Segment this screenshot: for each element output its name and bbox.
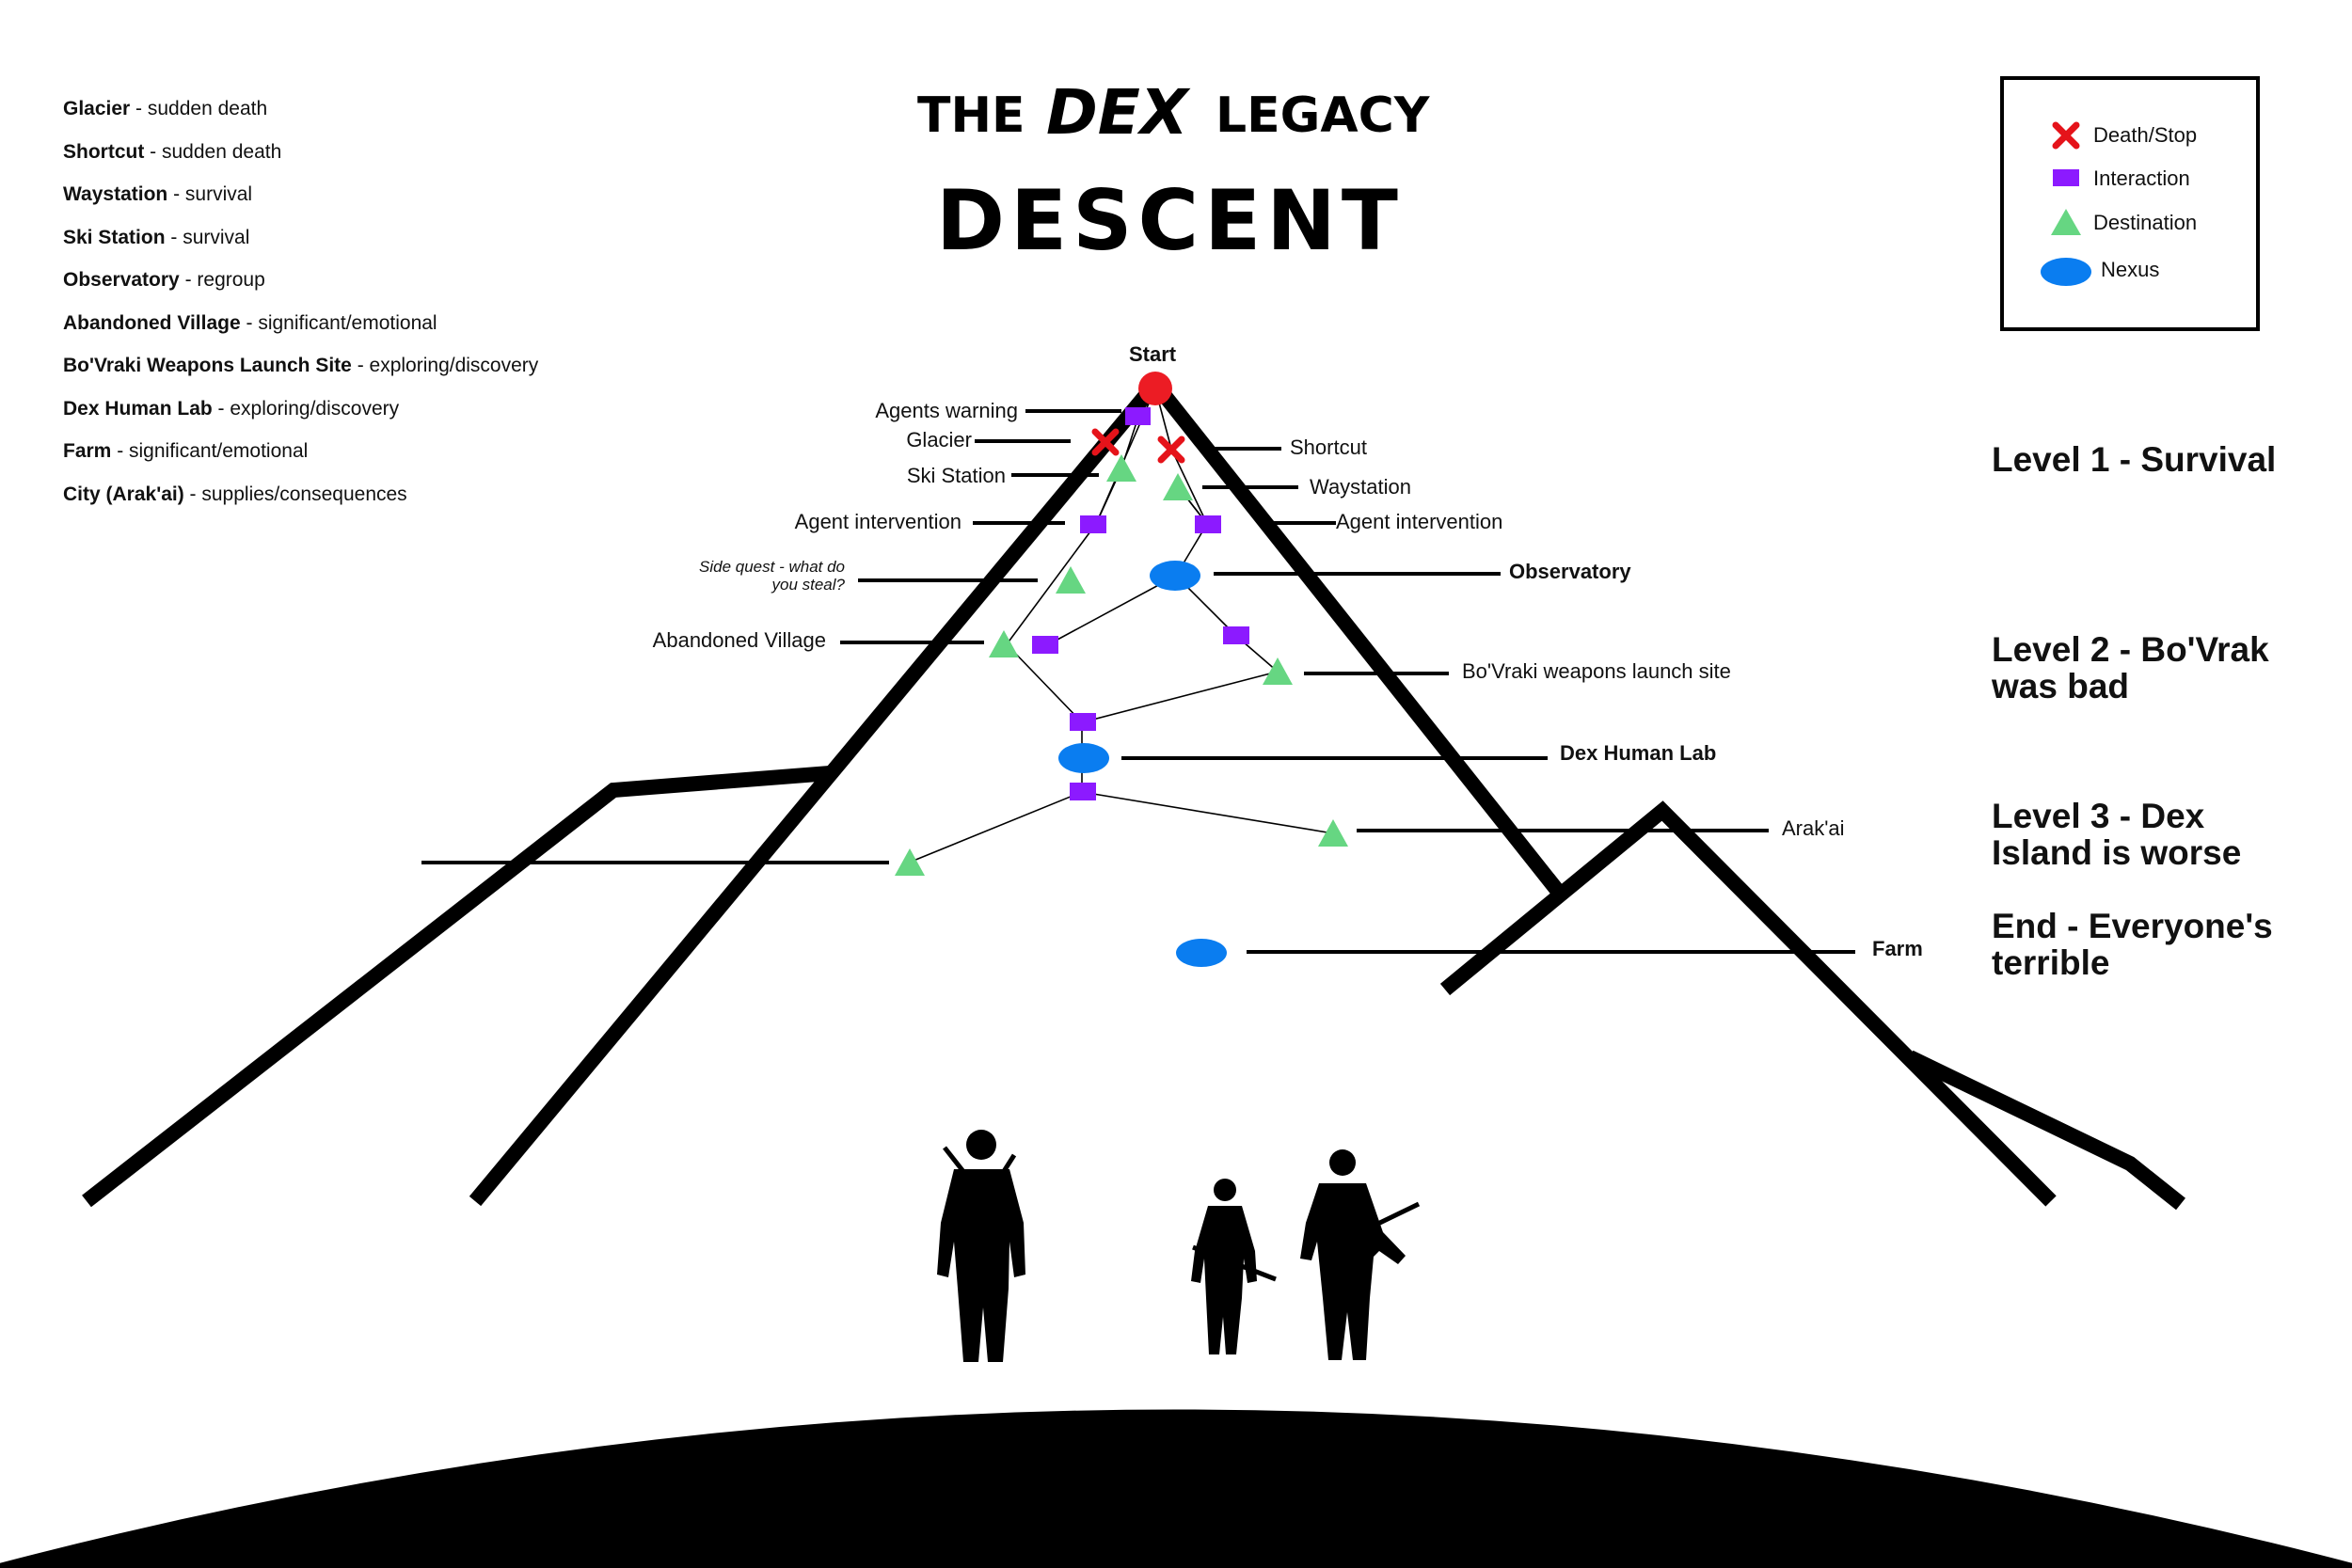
right-ridge xyxy=(1906,1050,2185,1211)
ski-station-label: Ski Station xyxy=(907,464,1006,487)
location-item: Abandoned Village - significant/emotiona… xyxy=(63,312,437,334)
location-item: Ski Station - survival xyxy=(63,227,249,248)
bovraki-interaction-node xyxy=(1223,626,1249,644)
legend-destination-label: Destination xyxy=(2093,211,2197,234)
farm-label: Farm xyxy=(1872,937,1923,960)
mountain-silhouette xyxy=(82,372,2185,1211)
title-dex: DEX xyxy=(1046,76,1191,149)
legend-death-label: Death/Stop xyxy=(2093,123,2197,147)
agents-warning-label: Agents warning xyxy=(875,399,1018,422)
glacier-label: Glacier xyxy=(906,428,972,451)
bovraki-site-label: Bo'Vraki weapons launch site xyxy=(1462,659,1731,683)
abandoned-village-node xyxy=(989,630,1019,657)
location-item: Waystation - survival xyxy=(63,183,252,205)
agents-warning-node xyxy=(1125,407,1151,425)
legend-nexus-label: Nexus xyxy=(2101,258,2159,281)
location-item: Farm - significant/emotional xyxy=(63,440,308,462)
title-legacy: LEGACY xyxy=(1216,87,1431,144)
level-2-label-line1: Level 2 - Bo'Vrak xyxy=(1992,630,2269,669)
location-item: Glacier - sudden death xyxy=(63,98,267,119)
level-labels: Level 1 - Survival Level 2 - Bo'Vrak was… xyxy=(1991,440,2276,982)
node-labels: Start Agents warning Glacier Ski Station… xyxy=(653,342,1923,960)
legend-interaction-label: Interaction xyxy=(2093,166,2190,190)
title-the: THE xyxy=(917,87,1025,144)
leader-lines xyxy=(421,409,1855,954)
level-3-label-line1: Level 3 - Dex xyxy=(1992,797,2205,835)
interaction-icon xyxy=(2053,169,2079,186)
location-item: Observatory - regroup xyxy=(63,269,265,291)
nexus-icon xyxy=(2041,258,2091,286)
location-item: Dex Human Lab - exploring/discovery xyxy=(63,398,400,420)
dex-human-lab-label: Dex Human Lab xyxy=(1560,741,1716,765)
abandoned-village-label: Abandoned Village xyxy=(653,628,826,652)
level-3-label-line2: Island is worse xyxy=(1992,833,2241,872)
farm-nexus-node xyxy=(1176,939,1227,967)
title-descent: DESCENT xyxy=(936,172,1404,269)
side-quest-label-line2: you steal? xyxy=(771,576,846,594)
death-stop-icon xyxy=(2052,121,2080,150)
city-left-node xyxy=(895,848,925,876)
soldier-silhouette xyxy=(937,1130,1025,1362)
waystation-node xyxy=(1163,473,1193,500)
game-title: THE DEX LEGACY DESCENT xyxy=(917,76,1431,269)
glacier-death-node xyxy=(1091,428,1120,456)
side-quest-node xyxy=(1056,566,1086,594)
end-level-label-line2: terrible xyxy=(1992,943,2109,982)
location-item: City (Arak'ai) - supplies/consequences xyxy=(63,483,407,505)
legend: Death/Stop Interaction Destination Nexus xyxy=(2000,76,2260,331)
waystation-label: Waystation xyxy=(1310,475,1411,499)
lab-entry-interaction-node xyxy=(1070,713,1096,731)
observatory-nexus-node xyxy=(1150,561,1200,591)
bovraki-site-node xyxy=(1263,657,1293,685)
end-level-label-line1: End - Everyone's xyxy=(1992,907,2273,945)
ground-hill xyxy=(0,1409,2352,1568)
side-quest-label-line1: Side quest - what do xyxy=(699,558,845,576)
shortcut-label: Shortcut xyxy=(1290,436,1367,459)
agent-intervention-right-label: Agent intervention xyxy=(1336,510,1502,533)
observatory-label: Observatory xyxy=(1509,560,1631,583)
agent-intervention-left-node xyxy=(1080,515,1106,533)
location-item: Shortcut - sudden death xyxy=(63,141,281,163)
legend-frame xyxy=(2000,76,2260,331)
location-item: Bo'Vraki Weapons Launch Site - exploring… xyxy=(63,355,539,376)
ski-station-node xyxy=(1106,454,1136,482)
lab-exit-interaction-node xyxy=(1070,783,1096,800)
arakai-label: Arak'ai xyxy=(1782,816,1845,840)
level-2-label-line2: was bad xyxy=(1991,667,2129,705)
destination-icon xyxy=(2051,209,2081,235)
left-ridge xyxy=(82,766,831,1208)
shortcut-death-node xyxy=(1157,436,1185,464)
arakai-node xyxy=(1318,819,1348,847)
dex-human-lab-nexus-node xyxy=(1058,743,1109,773)
location-list: Glacier - sudden death Shortcut - sudden… xyxy=(63,98,539,505)
soldier-silhouette xyxy=(1300,1149,1421,1360)
path-nodes xyxy=(895,372,1348,967)
start-node xyxy=(1138,372,1172,405)
agent-intervention-right-node xyxy=(1195,515,1221,533)
soldier-silhouette xyxy=(1191,1179,1277,1354)
level-1-label: Level 1 - Survival xyxy=(1992,440,2276,479)
start-label: Start xyxy=(1129,342,1177,366)
agent-intervention-left-label: Agent intervention xyxy=(795,510,961,533)
abandoned-village-interaction-node xyxy=(1032,636,1058,654)
